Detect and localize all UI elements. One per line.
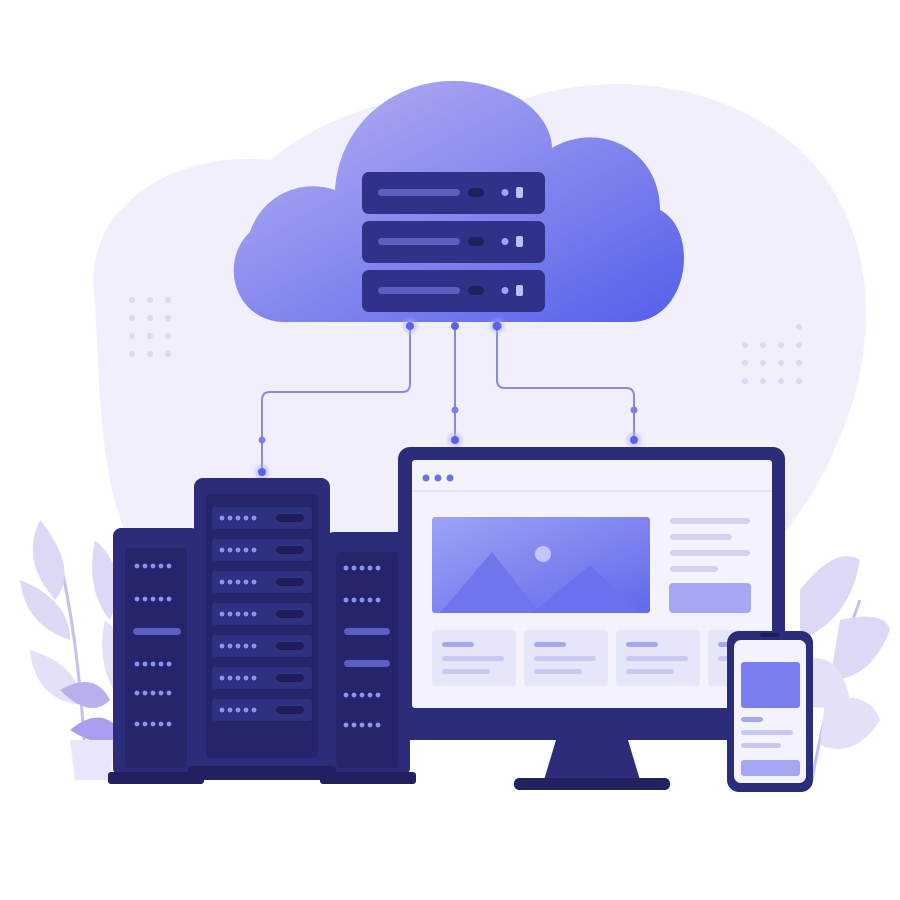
content-card — [524, 630, 608, 686]
smartphone — [727, 631, 813, 792]
connection-nodes — [252, 316, 644, 482]
server-rack-center — [188, 478, 336, 780]
content-card — [616, 630, 700, 686]
rack-unit — [212, 571, 312, 593]
rack-unit — [212, 603, 312, 625]
server-rack-right — [320, 532, 416, 784]
cloud-server-unit — [362, 270, 545, 312]
left-plant-icon — [20, 520, 128, 780]
connection-lines — [261, 326, 635, 472]
rack-unit — [212, 667, 312, 689]
hero-text-lines — [670, 518, 750, 572]
content-card — [432, 630, 516, 686]
rack-unit — [212, 635, 312, 657]
cloud-server-stack — [362, 172, 545, 312]
window-controls-icon — [422, 474, 454, 482]
mountain-image-icon — [432, 517, 650, 613]
desktop-monitor — [398, 447, 785, 790]
dot-grid-left — [129, 297, 171, 357]
server-rack-left — [108, 528, 204, 784]
right-plant-icon — [800, 556, 890, 781]
rack-unit — [212, 699, 312, 721]
rack-unit — [212, 507, 312, 529]
cloud-server-unit — [362, 172, 545, 214]
rack-unit — [212, 539, 312, 561]
cta-block — [669, 583, 751, 613]
cloud-server-unit — [362, 221, 545, 263]
dot-grid-right — [742, 324, 802, 384]
